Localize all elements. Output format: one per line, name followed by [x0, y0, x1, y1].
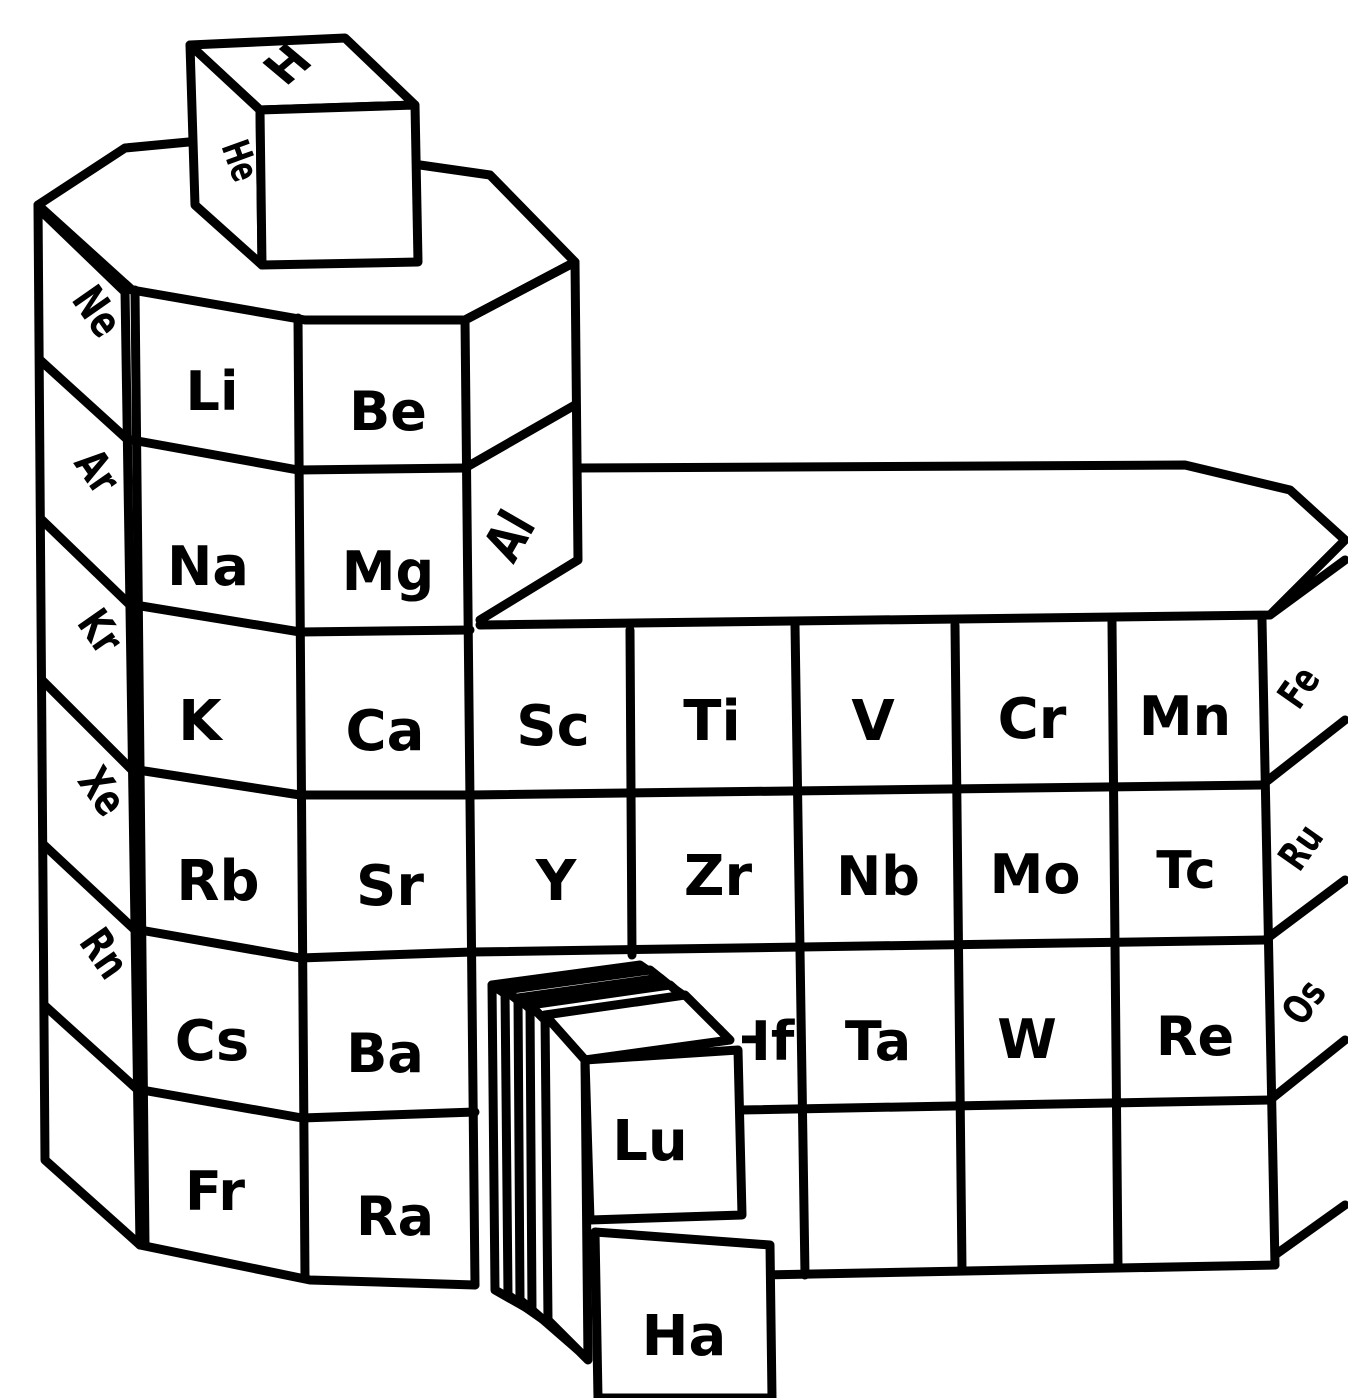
cell-r2-c1: Na [167, 535, 249, 598]
cell-r4-c1: Rb [176, 849, 259, 914]
cell-r1-c2: Be [349, 380, 427, 443]
cell-r3-c5: V [851, 689, 895, 754]
cell-r4-c6: Mo [990, 843, 1081, 906]
cell-r3-c6: Cr [998, 687, 1067, 752]
right-side-label-2: Ru [1270, 816, 1333, 879]
side-label-5: Rn [69, 919, 139, 988]
cell-r3-c3: Sc [516, 694, 590, 759]
cell-r5-c4: Ta [845, 1010, 911, 1073]
cell-r3-c2: Ca [346, 699, 425, 764]
top-cube: H He [190, 35, 418, 265]
right-side-labels: Fe Ru Os [1269, 658, 1336, 1034]
cell-r5-c1: Cs [175, 1009, 249, 1074]
side-label-3: Kr [67, 600, 133, 664]
cell-r5-c6: Re [1156, 1005, 1234, 1068]
right-block-right-face [1270, 560, 1345, 615]
side-label-2: Ar [64, 440, 130, 504]
right-side-label-3: Os [1273, 971, 1336, 1033]
cell-r4-c2: Sr [356, 854, 424, 919]
cell-r3-c7: Mn [1139, 685, 1231, 748]
top-cube-front-face [260, 105, 418, 265]
cell-r4-c4: Zr [684, 844, 753, 909]
cell-r5-c2: Ba [346, 1022, 424, 1085]
upper-right-side-label: Al [472, 501, 548, 572]
cell-r4-c7: Tc [1156, 841, 1215, 901]
right-block-top-cap [480, 465, 1345, 625]
cell-r2-c2: Mg [342, 540, 434, 603]
cell-r4-c5: Nb [836, 845, 920, 908]
cell-r3-c4: Ti [683, 689, 740, 754]
cell-r1-c1: Li [186, 360, 239, 423]
cell-r5-c5: W [997, 1008, 1057, 1071]
right-block-right-face-bottom [1275, 1205, 1345, 1255]
right-side-label-1: Fe [1269, 658, 1330, 717]
lu-card-label: Lu [612, 1109, 688, 1174]
cell-r6-c1: Fr [185, 1160, 245, 1223]
fold-out-card-stack: Lu Ha [492, 965, 772, 1398]
cell-r6-c2: Ra [356, 1185, 434, 1248]
right-block-front-bottom [760, 1265, 1275, 1275]
ha-card-label: Ha [642, 1304, 727, 1369]
cell-r4-c3: Y [535, 849, 578, 914]
cell-r3-c1: K [178, 689, 224, 754]
